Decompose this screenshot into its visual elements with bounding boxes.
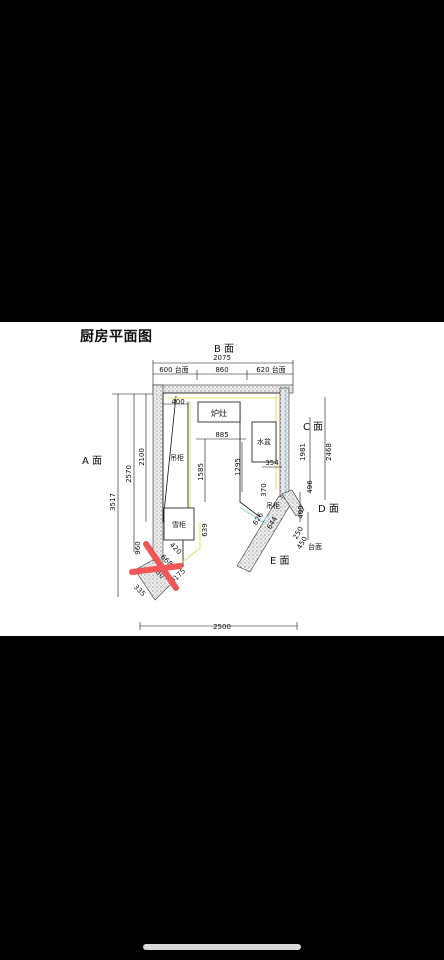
wall-left: [152, 384, 164, 576]
dim-960: 960: [134, 541, 142, 554]
dim-left-inner: 2100: [138, 448, 146, 466]
dim-left-total: 3517: [109, 493, 117, 511]
face-a-label: A 面: [82, 456, 102, 467]
cyan-line-bottom: [239, 506, 271, 523]
dim-496: 496: [306, 480, 314, 494]
dimension-labels: 2075 600 台面 860 620 台面 400 885 354 2500 …: [109, 354, 333, 631]
wall-right-corner: [281, 489, 305, 517]
dim-400b: 400: [297, 505, 305, 518]
dim-top-total: 2075: [213, 354, 231, 362]
dim-1981: 1981: [299, 443, 307, 461]
kitchen-floor-plan: 炉灶 水盆 雪柜 吊柜 吊柜 2075 600 台面 860: [82, 344, 339, 631]
dim-2468: 2468: [325, 443, 333, 461]
dim-335: 335: [132, 583, 147, 598]
dim-bottom-total: 2500: [213, 623, 231, 631]
right-counter-edge: [239, 402, 261, 518]
sink-label: 水盆: [257, 437, 271, 446]
dimension-lines: [112, 360, 326, 630]
yellow-line-bottom: [179, 522, 201, 565]
dim-370: 370: [260, 483, 268, 496]
hanging-cab-diagonal: [162, 395, 177, 523]
face-e-label: E 面: [270, 556, 290, 567]
dim-top-mid: 860: [215, 366, 228, 374]
floor-plan-photo: [0, 322, 444, 636]
face-c-label: C 面: [303, 422, 323, 433]
wall-top: [152, 384, 294, 394]
face-b-label: B 面: [214, 344, 234, 355]
stove-label: 炉灶: [211, 408, 227, 418]
dim-top-left: 600 台面: [159, 365, 189, 374]
dim-420: 420: [168, 541, 183, 556]
hanging-cab-left-label: 吊柜: [170, 453, 184, 462]
home-indicator[interactable]: [143, 944, 301, 950]
dim-354: 354: [265, 459, 279, 467]
dim-639: 639: [201, 523, 209, 536]
fridge-label: 雪柜: [172, 520, 186, 529]
sink: [251, 421, 277, 463]
dim-1295: 1295: [234, 458, 242, 476]
dim-top-right: 620 台面: [256, 365, 286, 374]
stove: [197, 401, 241, 423]
dim-400: 400: [171, 398, 184, 406]
dim-885: 885: [215, 431, 228, 439]
dim-countertop: 台面: [308, 542, 322, 551]
face-labels: B 面 A 面 C 面 D 面 E 面: [82, 344, 339, 567]
hanging-cab-right-label: 吊柜: [266, 501, 280, 510]
dim-left-mid: 2570: [125, 465, 133, 483]
wall-right: [279, 387, 290, 497]
dim-1585: 1585: [197, 463, 205, 481]
appliances: 炉灶 水盆 雪柜 吊柜 吊柜: [163, 401, 280, 541]
fridge: [163, 507, 195, 541]
plan-title: 厨房平面图: [80, 329, 153, 345]
face-d-label: D 面: [318, 504, 339, 515]
red-cross-mark: [129, 541, 183, 591]
